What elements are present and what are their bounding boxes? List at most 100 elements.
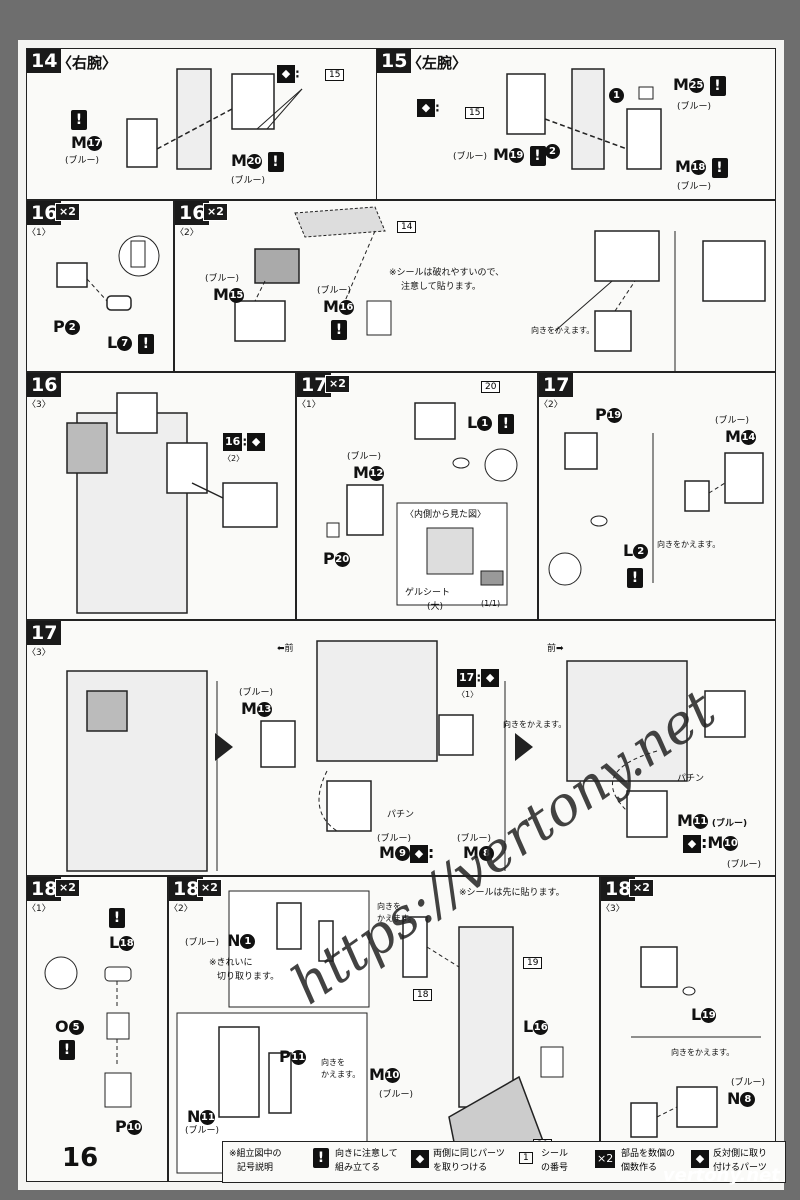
step-14-panel: 14 〈右腕〉 ! M17 (ブルー) M20 ! (ブルー) ◆: 15	[26, 48, 378, 200]
step-sub: 〈2〉	[169, 904, 193, 914]
step-number: 16	[175, 201, 210, 225]
page-number: 16	[62, 1143, 99, 1173]
part-label-m19: M19 !	[493, 145, 546, 166]
step-16-3-panel: 16 〈3〉 16:◆ 〈2〉	[26, 372, 296, 620]
sticker-number: 15	[465, 107, 485, 119]
symmetric-icon: ◆:	[417, 99, 440, 117]
legend-x2-text: 部品を数個の	[621, 1149, 676, 1159]
gel-sheet-count: (1/1)	[481, 599, 501, 608]
legend-symmetric-icon: ◆	[411, 1150, 429, 1168]
step-number: 17	[539, 373, 574, 397]
part-label-m18: M18 !	[675, 157, 728, 178]
ref-step-17-1: 17:◆	[457, 669, 500, 687]
ref-step-16-2: 16:◆	[223, 433, 266, 451]
legend-heading: ※組立図中の	[229, 1149, 282, 1159]
blue-label: (ブルー)	[185, 938, 220, 948]
exclaim-icon: !	[627, 567, 643, 588]
turn-label: 向きをかえます。	[671, 1048, 735, 1057]
blue-label: (ブルー)	[677, 182, 712, 192]
step-sub: 〈1〉	[27, 228, 51, 238]
part-label-l19: L19	[691, 1005, 717, 1024]
turn-label-2: かえます。	[377, 914, 417, 923]
step-14-diagram	[126, 68, 303, 170]
step-sub: 〈2〉	[539, 400, 563, 410]
arrow-step-1: 1	[609, 85, 624, 104]
click-label: パチン	[677, 774, 705, 784]
legend-x2-text-2: 個数作る	[621, 1163, 658, 1173]
click-label: パチン	[387, 810, 415, 820]
step-sub: 〈2〉	[175, 228, 199, 238]
legend-symmetric-text-2: を取りつける	[433, 1163, 488, 1173]
part-label-m11: M11(ブルー)	[677, 811, 748, 830]
step-15-diagram	[506, 68, 662, 170]
legend-item-caution: !	[313, 1148, 329, 1168]
turn-label-2: かえます。	[321, 1070, 361, 1079]
gel-sheet-label: ゲルシート	[405, 588, 451, 598]
part-label-m10: ◆:M10	[683, 833, 739, 853]
symbol-legend: ※組立図中の 記号説明 ! 向きに注意して 組み立てる ◆ 両側に同じパーツ を…	[222, 1141, 786, 1183]
inside-view-label: 〈内側から見た図〉	[405, 510, 487, 520]
part-label-p10: P10	[115, 1117, 142, 1136]
blue-label: (ブルー)	[347, 452, 382, 462]
blue-label: (ブルー)	[377, 834, 412, 844]
ref-sub: 〈1〉	[457, 690, 479, 699]
step-18-2-diagram	[176, 890, 564, 1174]
arrow-step-2: 2	[545, 141, 560, 160]
blue-label: (ブルー)	[731, 1078, 766, 1088]
step-18-1-diagram	[44, 956, 132, 1108]
part-label-p11: P11	[279, 1047, 306, 1066]
watermark-2: vertony.net	[662, 1165, 780, 1186]
cut-note: ※きれいに	[209, 958, 253, 968]
part-label-l18: L18	[109, 933, 135, 952]
sticker-first-note: ※シールは先に貼ります。	[459, 888, 565, 898]
sticker-number: 15	[325, 69, 345, 81]
multiply-two-badge: ×2	[197, 879, 222, 897]
step-sub: 〈1〉	[27, 904, 51, 914]
multiply-two-badge: ×2	[55, 879, 80, 897]
legend-heading-2: 記号説明	[237, 1163, 274, 1173]
exclaim-icon: !	[59, 1039, 75, 1060]
sticker-number: 20	[481, 381, 501, 393]
step-sub: 〈3〉	[601, 904, 625, 914]
turn-label: 向きをかえます。	[657, 540, 721, 549]
step-16-1-diagram	[56, 235, 160, 311]
step-sub: 〈3〉	[27, 400, 51, 410]
part-label-m10: M10	[369, 1065, 400, 1084]
turn-label: 向きを	[321, 1058, 345, 1067]
step-sub: 〈3〉	[27, 648, 51, 658]
blue-label: (ブルー)	[185, 1126, 220, 1136]
turn-label: 向きを	[377, 902, 401, 911]
blue-label: (ブルー)	[379, 1090, 414, 1100]
step-title: 〈左腕〉	[407, 54, 468, 72]
part-label-m25: M25 !	[673, 75, 726, 96]
exclaim-icon: !	[109, 907, 125, 928]
blue-label: (ブルー)	[727, 860, 762, 870]
multiply-two-badge: ×2	[203, 203, 228, 221]
blue-label: (ブルー)	[231, 176, 266, 186]
legend-sticker-text-2: の番号	[541, 1163, 569, 1173]
step-17-3-diagram	[66, 640, 746, 872]
front-label: 前➡	[547, 644, 564, 654]
multiply-two-badge: ×2	[55, 203, 80, 221]
multiply-two-badge: ×2	[629, 879, 654, 897]
multiply-two-badge: ×2	[325, 375, 350, 393]
part-label-m14: M14	[725, 427, 756, 446]
legend-opposite-text: 反対側に取り	[713, 1149, 768, 1159]
step-number: 18	[27, 877, 62, 901]
part-label-m15: M15	[213, 285, 244, 304]
next-arrow	[515, 733, 533, 761]
part-label-m20: M20 !	[231, 151, 284, 172]
step-17-2-diagram	[548, 432, 764, 586]
gel-sheet-size: (大)	[427, 602, 444, 612]
legend-opposite-text-2: 付けるパーツ	[713, 1163, 767, 1173]
